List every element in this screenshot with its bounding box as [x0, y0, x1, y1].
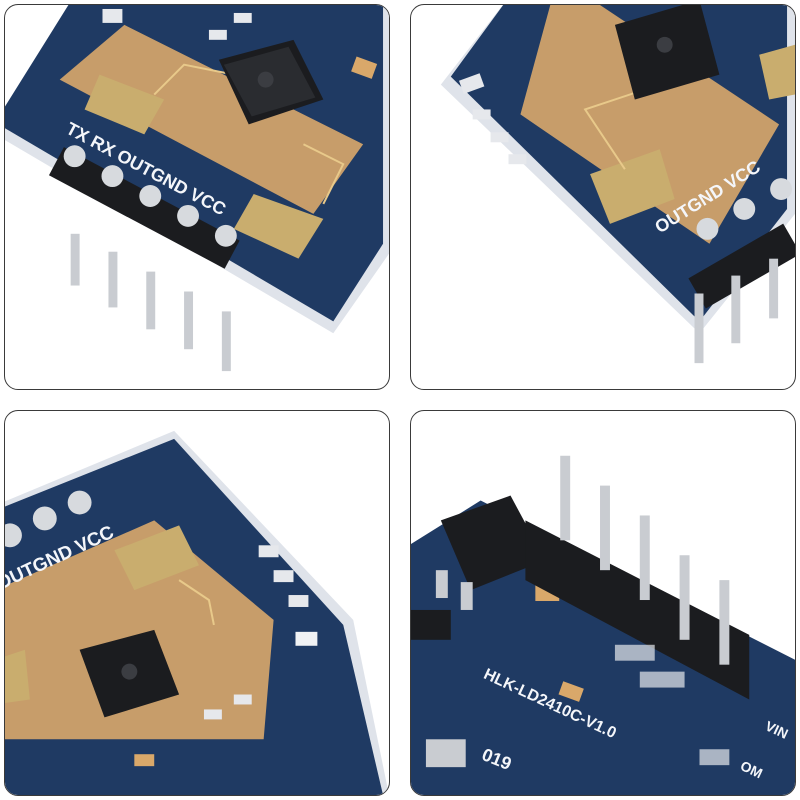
- pcb-closeup-pins-down: TX RX OUTGND VCC: [5, 5, 389, 372]
- radar-chip: [79, 629, 180, 718]
- photo-panel-top-left: TX RX OUTGND VCC: [4, 4, 390, 390]
- radar-chip: [218, 39, 324, 125]
- pcb-closeup-edge: OUTGND VCC: [5, 430, 389, 795]
- pcb-closeup-angled: OUTGND VCC: [440, 5, 795, 364]
- photo-panel-bottom-right: HLK-LD2410C-V1.0 019 VIN OM: [410, 410, 796, 796]
- header-pins: [5, 490, 92, 548]
- photo-panel-top-right: OUTGND VCC: [410, 4, 796, 390]
- header-pins: [48, 145, 240, 372]
- pcb-closeup-pins-up: HLK-LD2410C-V1.0 019 VIN OM: [411, 455, 795, 795]
- voltage-regulator: [435, 495, 546, 610]
- header-pins: [525, 455, 750, 700]
- header-pins: [688, 178, 795, 364]
- radar-chip: [614, 5, 720, 100]
- photo-panel-bottom-left: OUTGND VCC: [4, 410, 390, 796]
